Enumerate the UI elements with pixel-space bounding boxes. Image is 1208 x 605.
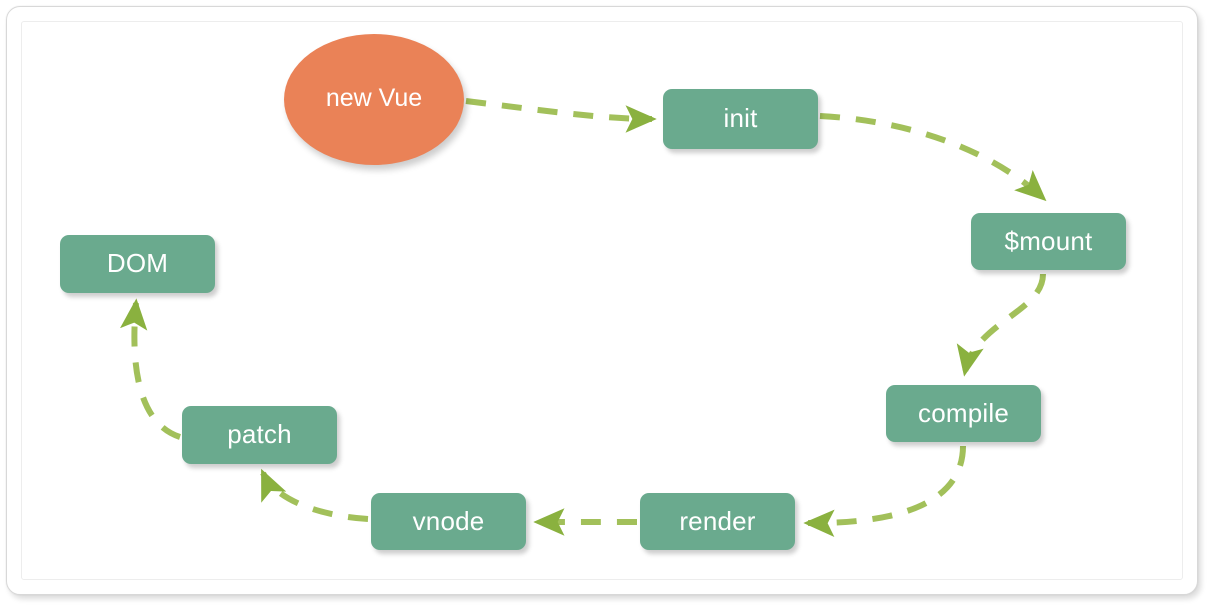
node-dom-label: DOM [106,248,169,278]
node-mount-label: $mount [1004,225,1093,256]
node-init[interactable]: init [663,89,818,149]
node-mount[interactable]: $mount [971,213,1126,270]
diagram-frame [6,6,1198,595]
node-new-vue[interactable]: new Vue [284,34,464,165]
node-compile-label: compile [918,397,1009,428]
diagram-frame-inner [21,21,1183,580]
node-dom[interactable]: DOM [60,235,215,293]
node-vnode-label: vnode [412,505,485,536]
node-compile[interactable]: compile [886,385,1041,442]
node-init-label: init [723,103,758,133]
node-patch-label: patch [227,419,292,449]
node-render-label: render [679,505,756,536]
node-new-vue-label: new Vue [325,84,423,112]
node-patch[interactable]: patch [182,406,337,464]
node-render[interactable]: render [640,493,795,550]
node-vnode[interactable]: vnode [371,493,526,550]
